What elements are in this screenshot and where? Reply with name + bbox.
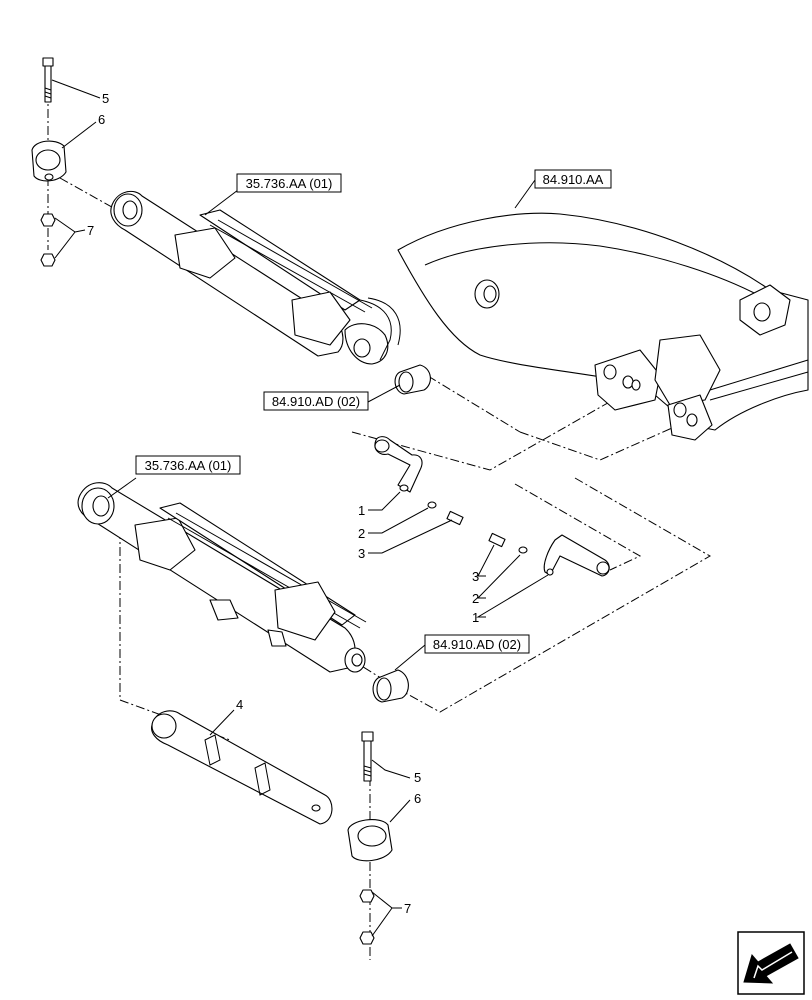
callout-pinB-washer: 2 (472, 591, 479, 606)
svg-text:35.736.AA (01): 35.736.AA (01) (246, 176, 333, 191)
callout-top-ring: 6 (98, 112, 105, 127)
svg-text:84.910.AD (02): 84.910.AD (02) (433, 637, 521, 652)
callout-pinB-pin: 1 (472, 610, 479, 625)
callout-long-pin: 4 (236, 697, 243, 712)
bottom-nuts (359, 889, 375, 945)
callout-bottom-ring: 6 (414, 791, 421, 806)
upper-hydraulic-cylinder (110, 190, 401, 365)
bottom-bolt (361, 731, 374, 782)
reference-boom: 84.910.AA (534, 169, 612, 189)
callout-pinB-bolt: 3 (472, 569, 479, 584)
direction-arrow-icon[interactable] (737, 931, 805, 995)
callout-top-nuts: 7 (87, 223, 94, 238)
callout-pinA-washer: 2 (358, 526, 365, 541)
pin-b (543, 534, 610, 577)
bottom-retaining-ring (347, 819, 393, 862)
lower-hydraulic-cylinder (77, 482, 367, 673)
upper-bushing (394, 364, 431, 395)
leader-lines (51, 79, 549, 937)
washer-a (427, 501, 437, 509)
svg-text:35.736.AA (01): 35.736.AA (01) (145, 458, 232, 473)
svg-text:84.910.AD (02): 84.910.AD (02) (272, 394, 360, 409)
reference-cyl-upper: 35.736.AA (01) (236, 173, 342, 193)
svg-text:84.910.AA: 84.910.AA (543, 172, 604, 187)
top-retaining-ring (31, 140, 67, 182)
callout-bottom-nuts: 7 (404, 901, 411, 916)
boom-assembly (397, 212, 809, 441)
callout-pinA-pin: 1 (358, 503, 365, 518)
reference-bush-upper: 84.910.AD (02) (263, 391, 369, 411)
pin-a (374, 436, 423, 493)
bolt-a (446, 510, 464, 526)
top-nuts (40, 213, 56, 267)
callout-bottom-bolt: 5 (414, 770, 421, 785)
long-pin (151, 710, 333, 825)
reference-cyl-lower: 35.736.AA (01) (135, 455, 241, 475)
reference-bush-lower: 84.910.AD (02) (424, 634, 530, 654)
top-bolt (42, 57, 54, 103)
callout-labels: 5 6 7 1 2 3 3 2 1 4 5 6 7 (87, 91, 479, 916)
lower-bushing (372, 669, 409, 703)
bolt-b (488, 532, 506, 548)
callout-top-bolt: 5 (102, 91, 109, 106)
washer-b (518, 546, 528, 554)
callout-pinA-bolt: 3 (358, 546, 365, 561)
